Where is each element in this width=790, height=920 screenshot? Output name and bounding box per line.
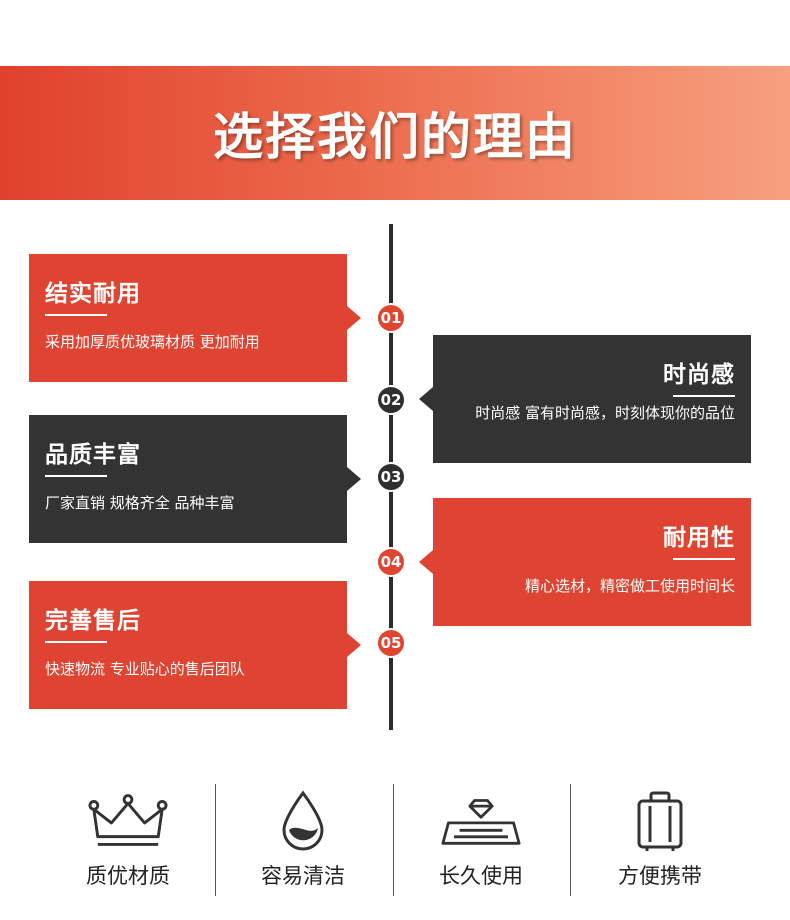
timeline-marker-04: 04 (376, 547, 406, 577)
feature-easy-clean: 容易清洁 (215, 780, 391, 900)
card-title: 品质丰富 (45, 442, 141, 468)
reason-card-durable: 结实耐用 采用加厚质优玻璃材质 更加耐用 (29, 254, 361, 382)
feature-divider (215, 784, 216, 896)
feature-quality: 质优材质 (40, 780, 216, 900)
page-title: 选择我们的理由 (213, 108, 577, 166)
feature-divider (393, 784, 394, 896)
crown-icon (88, 790, 168, 852)
diamond-tray-icon (441, 790, 521, 852)
feature-divider (570, 784, 571, 896)
water-drop-icon (263, 790, 343, 852)
reason-card-fashion: 时尚感 时尚感 富有时尚感，时刻体现你的品位 (419, 335, 751, 463)
card-underline (45, 314, 107, 316)
card-underline (45, 475, 107, 477)
feature-label: 方便携带 (618, 864, 702, 888)
feature-row: 质优材质 容易清洁 长久使用 (0, 780, 790, 900)
timeline-marker-03: 03 (376, 462, 406, 492)
feature-long-lasting: 长久使用 (393, 780, 569, 900)
luggage-icon (620, 790, 700, 852)
card-underline (45, 641, 107, 643)
reason-card-longevity: 耐用性 精心选材，精密做工使用时间长 (419, 498, 751, 626)
card-description: 精心选材，精密做工使用时间长 (524, 577, 735, 595)
timeline-marker-02: 02 (376, 385, 406, 415)
reason-card-aftersales: 完善售后 快速物流 专业贴心的售后团队 (29, 581, 361, 709)
card-underline (673, 395, 735, 397)
feature-label: 容易清洁 (261, 864, 345, 888)
card-title: 完善售后 (45, 608, 141, 634)
card-title: 耐用性 (663, 525, 735, 551)
card-description: 时尚感 富有时尚感，时刻体现你的品位 (475, 404, 735, 422)
card-title: 结实耐用 (45, 281, 141, 307)
feature-label: 质优材质 (86, 864, 170, 888)
card-description: 厂家直销 规格齐全 品种丰富 (45, 494, 235, 512)
card-description: 快速物流 专业贴心的售后团队 (45, 660, 245, 678)
header-banner: 选择我们的理由 (0, 66, 790, 200)
feature-label: 长久使用 (439, 864, 523, 888)
timeline-marker-05: 05 (376, 628, 406, 658)
card-description: 采用加厚质优玻璃材质 更加耐用 (45, 333, 260, 351)
feature-portable: 方便携带 (572, 780, 748, 900)
timeline-marker-01: 01 (376, 303, 406, 333)
card-title: 时尚感 (663, 362, 735, 388)
reason-card-variety: 品质丰富 厂家直销 规格齐全 品种丰富 (29, 415, 361, 543)
card-underline (673, 558, 735, 560)
